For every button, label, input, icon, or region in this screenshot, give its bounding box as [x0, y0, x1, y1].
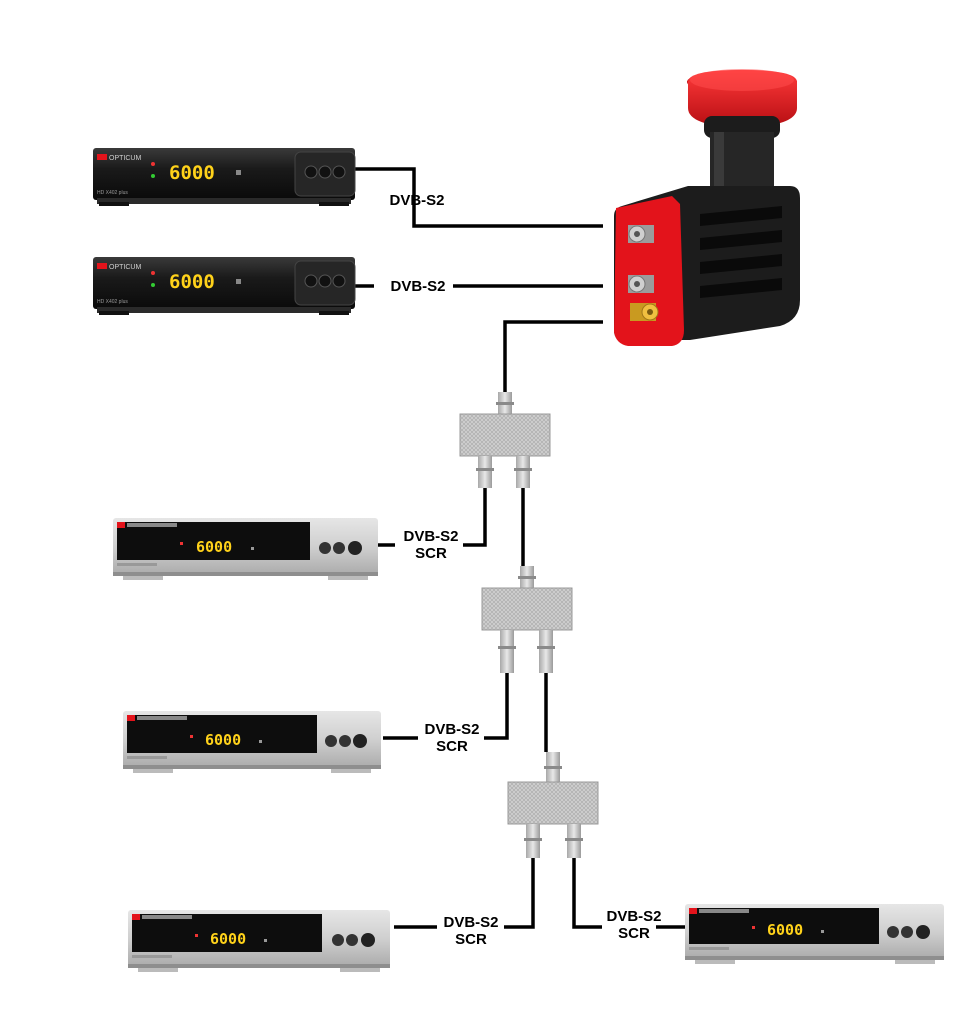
label-scr: SCR — [436, 738, 468, 755]
receiver-display: 6000 — [169, 271, 215, 293]
label-receiver4-dvbs2-scr: DVB-S2 SCR — [419, 721, 485, 755]
label-dvbs2: DVB-S2 — [424, 721, 480, 738]
receiver-display: 6000 — [196, 538, 232, 556]
label-scr: SCR — [618, 925, 650, 942]
label-scr: SCR — [455, 931, 487, 948]
cable-splitter2-receiver4 — [484, 673, 509, 740]
receiver-display: 6000 — [169, 162, 215, 184]
label-dvbs2: DVB-S2 — [403, 528, 459, 545]
receiver-display: 6000 — [767, 921, 803, 939]
cable-splitter3-receiver5 — [504, 858, 535, 929]
label-receiver2-dvbs2: DVB-S2 — [385, 278, 451, 295]
cable-splitter1-receiver3 — [463, 488, 487, 547]
label-scr: SCR — [415, 545, 447, 562]
cables — [355, 167, 685, 929]
receiver-black-2: OPTICUM HD X402 plus 6000 — [93, 257, 356, 315]
receiver-brand: OPTICUM — [109, 264, 141, 271]
label-dvbs2: DVB-S2 — [606, 908, 662, 925]
receiver-silver-2: 6000 — [123, 711, 381, 773]
splitter-icon — [507, 752, 599, 858]
label-receiver1-dvbs2: DVB-S2 — [386, 192, 448, 209]
receiver-display: 6000 — [210, 930, 246, 948]
cable-splitter3-receiver6 — [572, 858, 602, 929]
label-dvbs2: DVB-S2 — [390, 278, 446, 295]
cable-lnb-splitter1 — [503, 320, 603, 392]
lnb-icon — [614, 69, 800, 346]
receiver-model: HD X402 plus — [97, 299, 128, 305]
receiver-silver-3: 6000 — [128, 910, 390, 972]
label-dvbs2: DVB-S2 — [389, 192, 445, 209]
splitter-icon — [459, 392, 551, 488]
label-receiver3-dvbs2-scr: DVB-S2 SCR — [398, 528, 464, 562]
receiver-black-1: OPTICUM HD X402 plus 6000 — [93, 148, 356, 206]
cable-receiver1-lnb — [355, 167, 603, 228]
splitter-icon — [481, 566, 573, 673]
receiver-brand: OPTICUM — [109, 155, 141, 162]
receiver-model: HD X402 plus — [97, 190, 128, 196]
receiver-silver-1: 6000 — [113, 518, 378, 580]
label-dvbs2: DVB-S2 — [443, 914, 499, 931]
label-receiver5-dvbs2-scr: DVB-S2 SCR — [438, 914, 504, 948]
receiver-display: 6000 — [205, 731, 241, 749]
receiver-silver-4: 6000 — [685, 904, 944, 964]
label-receiver6-dvbs2-scr: DVB-S2 SCR — [601, 908, 667, 942]
